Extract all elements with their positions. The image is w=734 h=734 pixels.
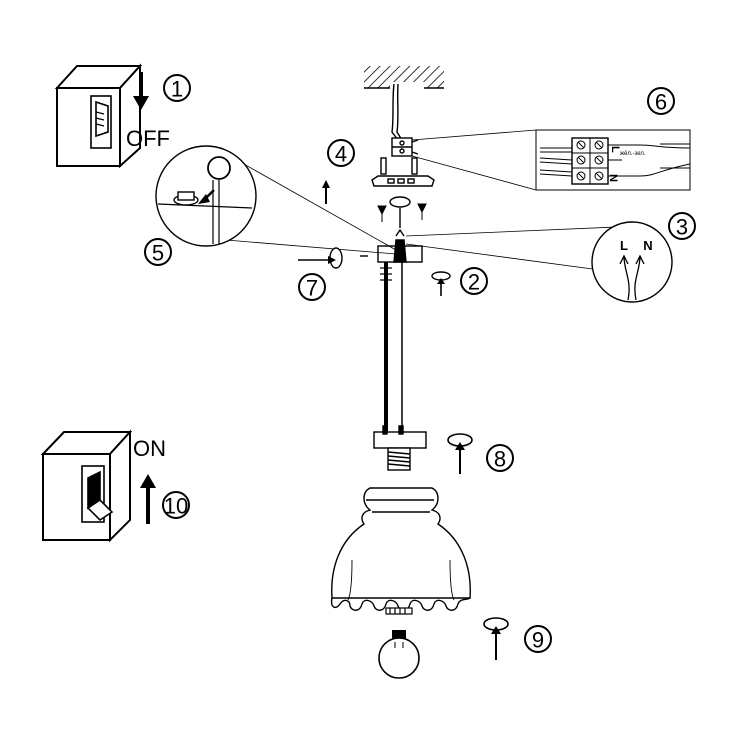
decorative-ring-7 (298, 247, 343, 269)
cable-clamp-detail (155, 145, 257, 247)
svg-text:7: 7 (306, 276, 318, 301)
wall-switch-on (40, 429, 133, 543)
ceiling-terminal (391, 137, 419, 157)
canopy (360, 228, 423, 263)
svg-text:4: 4 (335, 142, 347, 167)
svg-text:3: 3 (676, 215, 688, 240)
screws (377, 203, 427, 222)
callout-lines-6 (411, 129, 537, 191)
suspension-cords (380, 262, 403, 432)
step-marker-2: 2 (460, 267, 488, 295)
lamp-holder (373, 425, 427, 471)
terminal-label-n: N (607, 174, 619, 182)
step-marker-1: 1 (163, 74, 191, 102)
switch-on-label: ON (133, 436, 166, 461)
wire-connection-detail: L N (591, 221, 673, 303)
svg-text:9: 9 (532, 628, 544, 653)
step-marker-10: 10 (162, 491, 190, 519)
light-bulb (378, 630, 420, 679)
svg-text:6: 6 (655, 90, 667, 115)
svg-text:1: 1 (171, 77, 183, 102)
svg-text:10: 10 (164, 494, 188, 519)
lamp-shade (330, 487, 471, 611)
svg-text:5: 5 (152, 241, 164, 266)
step-marker-4: 4 (327, 139, 355, 167)
ceiling (364, 66, 444, 90)
svg-text:8: 8 (494, 447, 506, 472)
step-marker-3: 3 (668, 212, 696, 240)
shade-ring (385, 607, 413, 615)
callout-lines-3 (405, 225, 641, 271)
mounting-bracket (371, 157, 435, 187)
arrow-up-small-icon (322, 180, 330, 204)
ring-9 (483, 617, 509, 660)
supply-wires (391, 83, 403, 141)
wire-label-n: N (643, 238, 652, 253)
ground-wire-note: жёл.-зел. (620, 151, 646, 157)
step-marker-6: 6 (647, 87, 675, 115)
wire-label-l: L (620, 238, 628, 253)
ring-8 (447, 433, 473, 474)
step-marker-9: 9 (524, 625, 552, 653)
svg-text:2: 2 (468, 270, 480, 295)
arrow-up-icon (140, 474, 156, 524)
step-marker-5: 5 (144, 238, 172, 266)
arrow-down-icon (133, 72, 149, 110)
lock-ring (389, 196, 411, 228)
wall-switch-off (54, 63, 143, 169)
terminal-block-detail: жёл.-зел. L N (535, 129, 691, 191)
terminal-label-l: L (609, 146, 621, 153)
step-marker-8: 8 (486, 444, 514, 472)
step-marker-7: 7 (298, 273, 326, 301)
nut-2 (431, 271, 451, 296)
switch-off-label: OFF (126, 126, 170, 151)
